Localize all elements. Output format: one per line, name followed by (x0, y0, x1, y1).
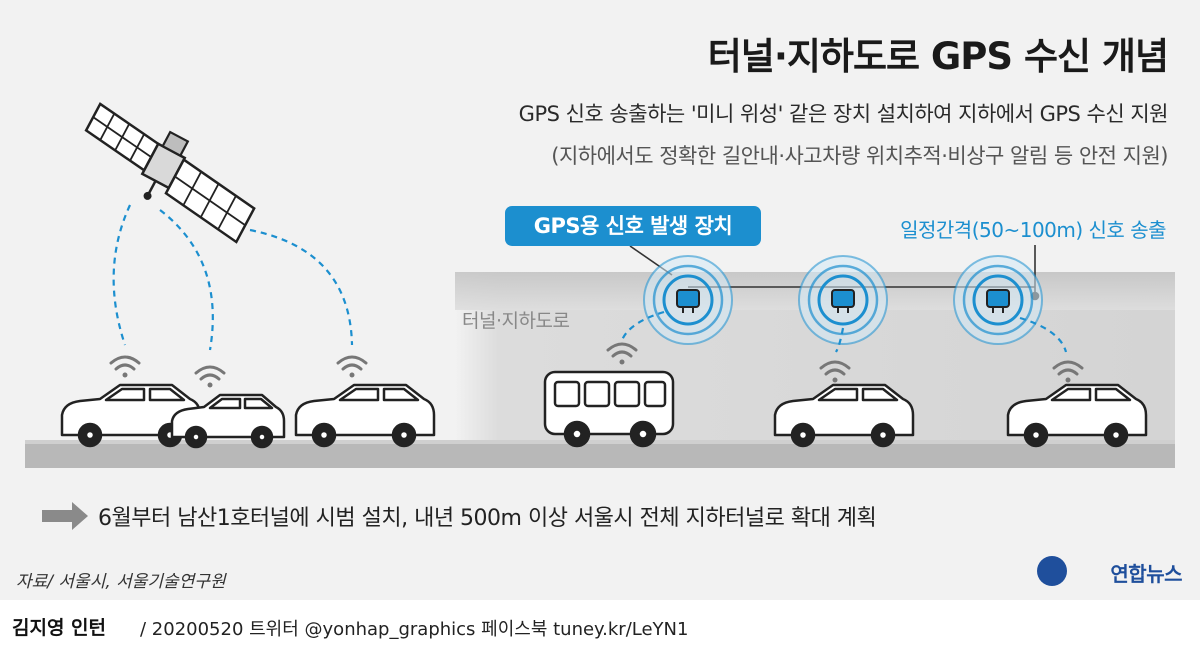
signal-arc (249, 228, 354, 346)
satellite-panel-right (164, 157, 256, 244)
signal-generator-icon (798, 255, 888, 345)
wifi-icon (109, 355, 141, 378)
wifi-icon (336, 355, 368, 378)
source-text: 자료/ 서울시, 서울기술연구원 (16, 572, 226, 592)
vehicles (60, 370, 1148, 449)
wifi-icon (1052, 360, 1084, 383)
brand-logo-icon (1037, 556, 1067, 586)
signal-generator-icon (643, 255, 733, 345)
signal-arc (1019, 316, 1068, 353)
credit-details: / 20200520 트위터 @yonhap_graphics 페이스북 tun… (140, 619, 689, 640)
car-icon (294, 383, 436, 448)
signal-arc (835, 327, 845, 353)
page-title: 터널·지하도로 GPS 수신 개념 (707, 35, 1169, 78)
car-icon (1006, 383, 1148, 448)
car-icon (773, 383, 915, 448)
wifi-icons (109, 342, 1084, 388)
credit-author: 김지영 인턴 (12, 617, 107, 639)
tunnel-label: 터널·지하도로 (462, 310, 570, 332)
signal-arc (159, 209, 214, 351)
credit-bar (0, 600, 1200, 649)
signal-arc (112, 204, 131, 346)
road (25, 440, 1175, 468)
wifi-icon (194, 365, 226, 388)
road-surface (25, 440, 1175, 468)
signal-generator-icon (953, 255, 1043, 345)
interval-label: 일정간격(50~100m) 신호 송출 (900, 218, 1166, 242)
bus-icon (543, 370, 675, 448)
car-icon (170, 393, 286, 449)
satellite-icon (84, 102, 256, 244)
satellite-antenna (161, 130, 190, 158)
concept-diagram (25, 102, 1175, 530)
road-edge (25, 440, 1175, 444)
subtitle: GPS 신호 송출하는 '미니 위성' 같은 장치 설치하여 지하에서 GPS … (518, 102, 1169, 126)
wifi-icon (819, 360, 851, 383)
brand-name: 연합뉴스 (1110, 562, 1182, 586)
signal-generators (643, 255, 1043, 345)
wifi-icon (606, 342, 638, 365)
plan-text: 6월부터 남산1호터널에 시범 설치, 내년 500m 이상 서울시 전체 지하… (98, 506, 877, 531)
arrow-right-icon (42, 502, 88, 530)
signal-arc (620, 310, 665, 341)
device-label: GPS용 신호 발생 장치 (505, 206, 761, 246)
subtitle-note: (지하에서도 정확한 길안내·사고차량 위치추적·비상구 알림 등 안전 지원) (551, 144, 1168, 168)
generator-signals (620, 310, 1068, 353)
satellite-signals (112, 204, 354, 351)
